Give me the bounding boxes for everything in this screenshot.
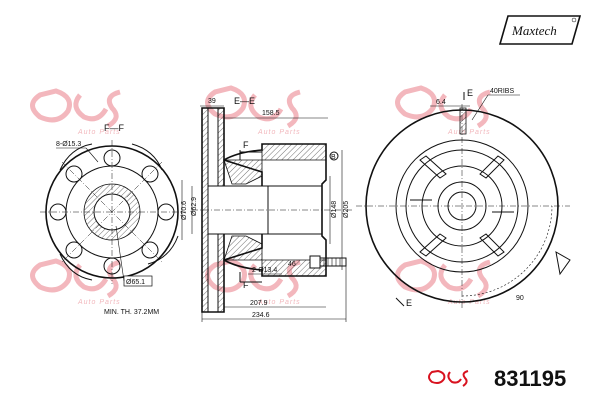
- dim-234-6: 234.6: [252, 312, 270, 319]
- marker-f-top: F: [243, 140, 249, 150]
- marker-f-bottom: F: [243, 280, 249, 290]
- section-label: E—E: [234, 96, 255, 106]
- ribs: [410, 155, 514, 257]
- dim-39: 39: [208, 98, 216, 105]
- dim-207-9: 207.9: [250, 300, 268, 307]
- part-number: 831195: [494, 366, 566, 391]
- min-thickness-label: MIN. TH. 37.2MM: [104, 309, 159, 316]
- right-view: 6.4 E 40RIBS E 90: [356, 88, 571, 310]
- marker-e-bottom: E: [406, 298, 412, 308]
- marker-e-top: E: [467, 88, 473, 98]
- dim-62-9: Ø62.9: [191, 197, 198, 216]
- bolt-circle-label: 8-Ø15.3: [56, 141, 81, 148]
- dim-46: 46: [288, 261, 296, 268]
- footer: 831195: [428, 366, 566, 391]
- dim-158-5: 158.5: [262, 110, 280, 117]
- brand-logo-text: Maxtech: [511, 23, 557, 38]
- stud: [309, 255, 347, 269]
- front-view: F—F 8-Ø15.3 Ø65.1 MIN. TH. 37.2M: [40, 123, 186, 316]
- dim-6-4: 6.4: [436, 99, 446, 106]
- center-bore-label: Ø65.1: [126, 279, 145, 286]
- front-section-label: F—F: [104, 123, 124, 133]
- brand-logo: Maxtech: [498, 15, 582, 45]
- dim-148: Ø148: [331, 201, 338, 218]
- marker-b: B: [331, 154, 336, 161]
- hole-dim: 2-Ø13.4: [252, 267, 277, 274]
- angle-label: 90: [516, 295, 524, 302]
- watermark-text: Auto Parts: [257, 299, 301, 306]
- dim-205: Ø205: [343, 201, 350, 218]
- watermark-text: Auto Parts: [447, 129, 491, 136]
- watermark-text: Auto Parts: [77, 129, 121, 136]
- watermark-text: Auto Parts: [77, 299, 121, 306]
- section-view: E—E 39 158.5: [181, 96, 352, 322]
- dim-70-6: Ø70.6: [181, 201, 188, 220]
- watermark-text: Auto Parts: [257, 129, 301, 136]
- ribs-label: 40RIBS: [490, 88, 514, 95]
- footer-logo: [428, 369, 469, 387]
